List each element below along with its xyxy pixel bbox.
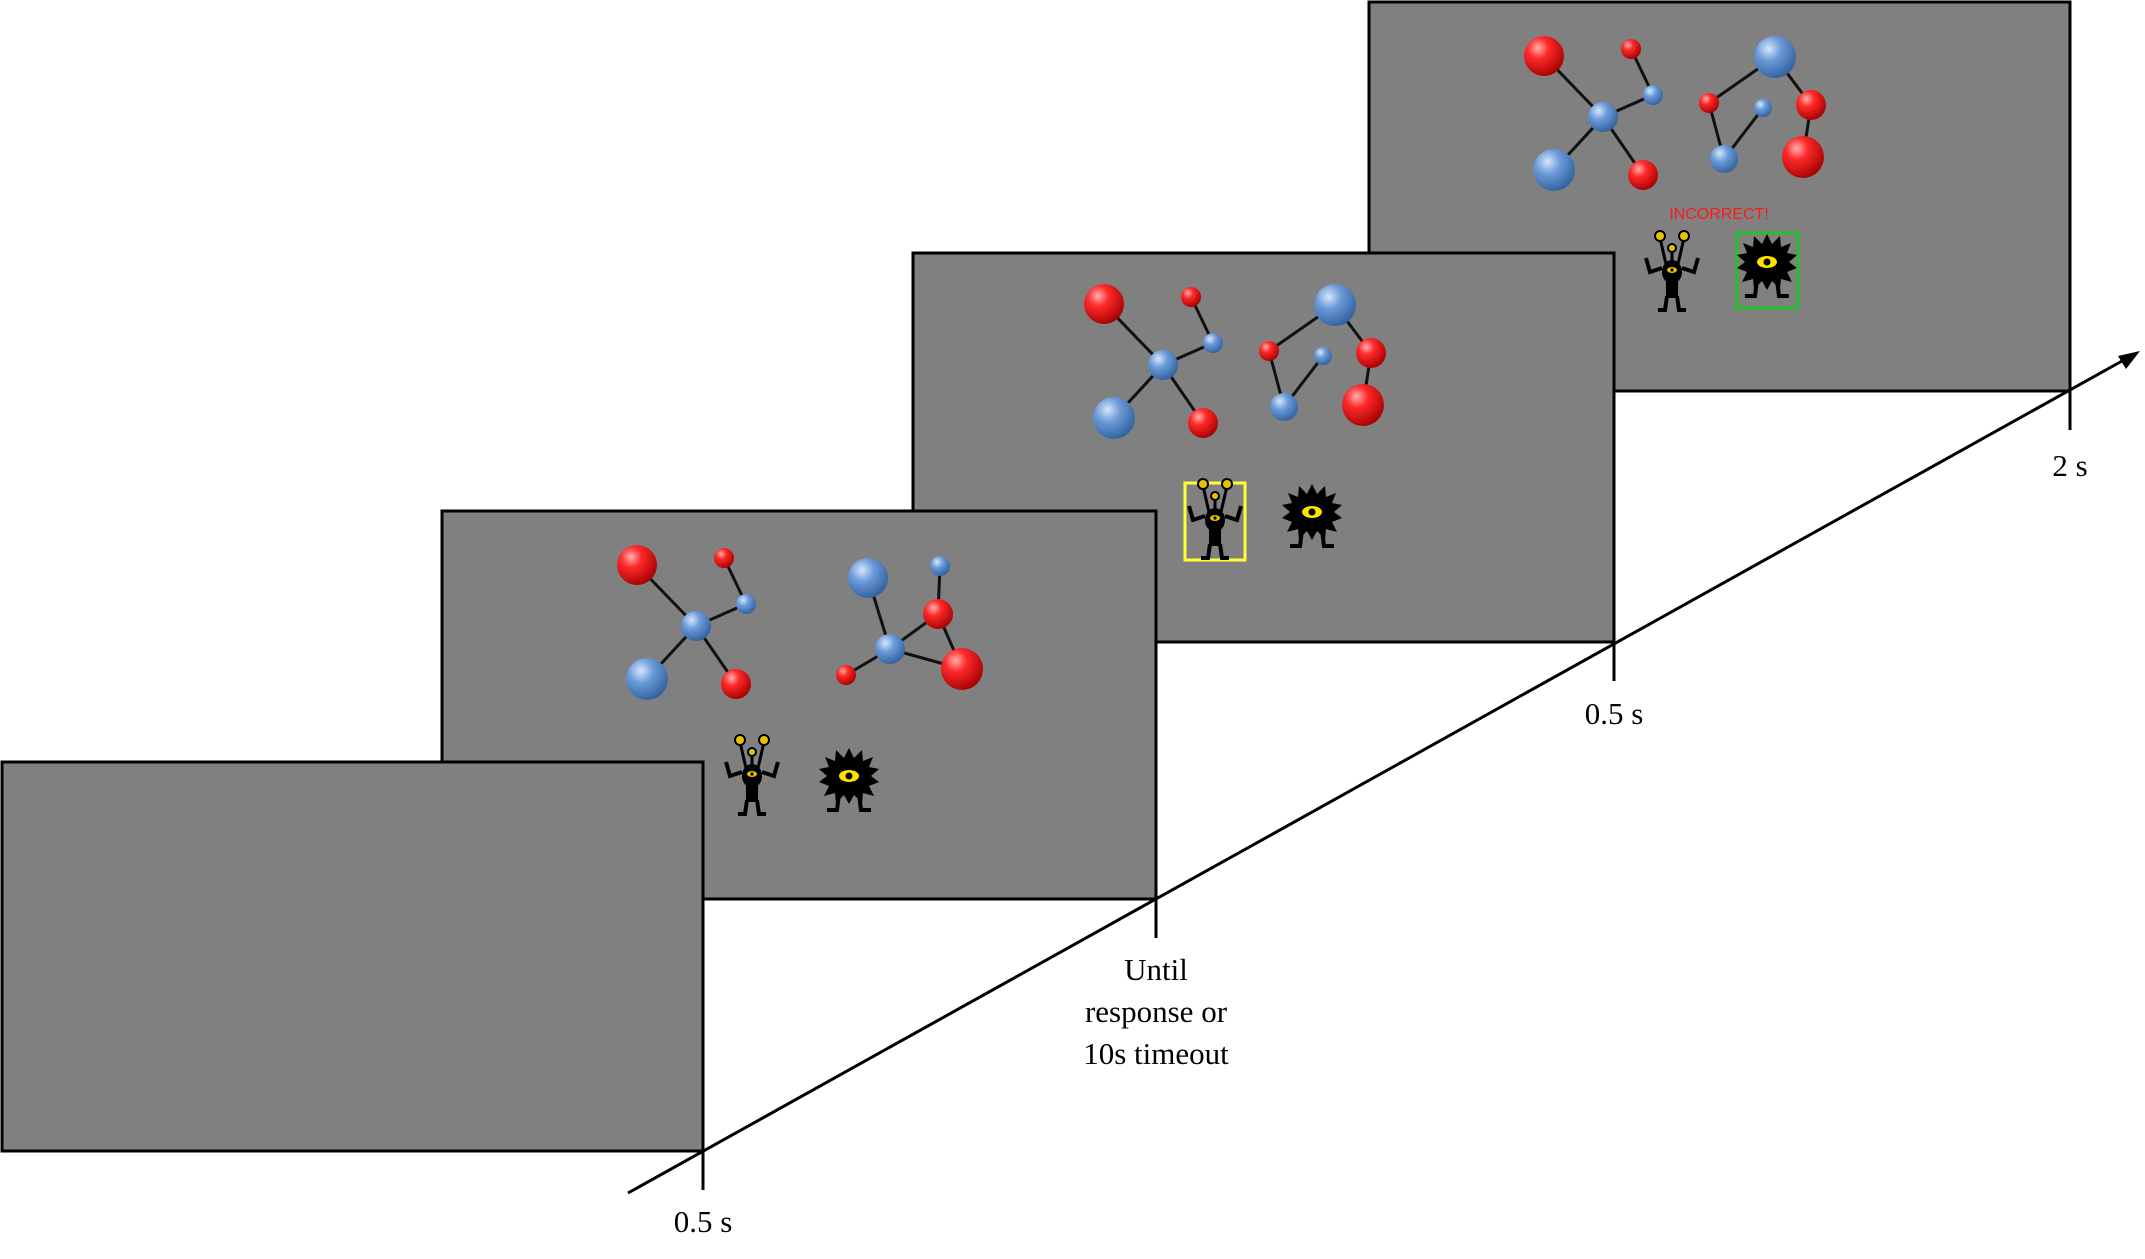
feedback-message: INCORRECT! [1669,206,1769,223]
correct-answer-box [1735,231,1800,310]
tick-label-choice: Until response or 10s timeout [1046,949,1266,1075]
tick-label-line: 10s timeout [1083,1036,1229,1071]
tick-label-line: response or [1084,994,1228,1029]
tick-label-line: Until [1124,952,1188,987]
blank-screen [0,760,705,1153]
selected-choice-box [1183,481,1247,562]
tick-label-fixation: 0.5 s [673,1204,733,1239]
tick-label-selection: 0.5 s [1584,696,1644,731]
tick-label-feedback: 2 s [2052,448,2088,483]
timeline-arrow [627,351,2140,1195]
selection-screen [911,251,1616,644]
